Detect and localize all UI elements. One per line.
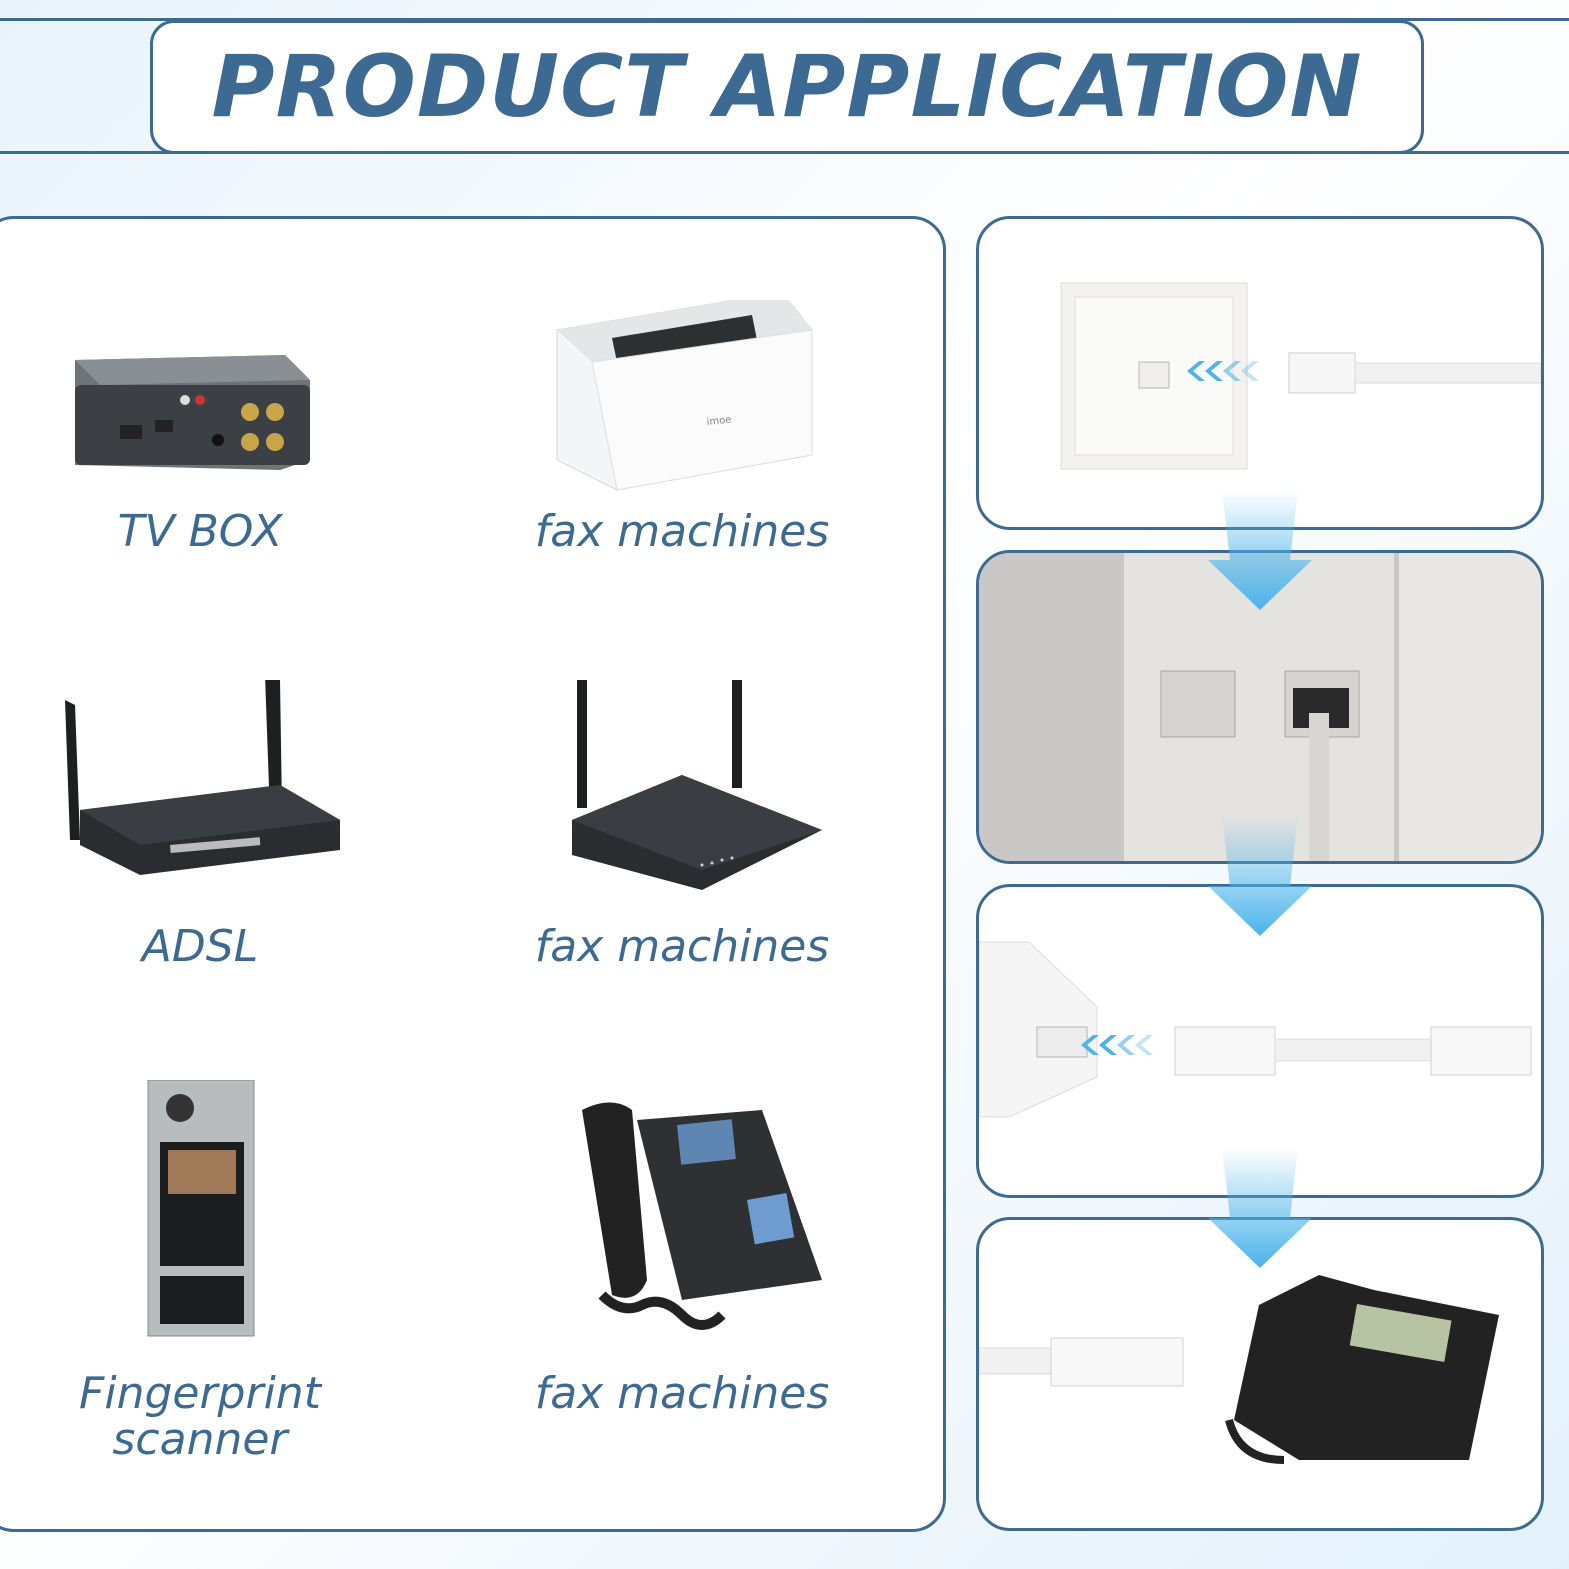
product-fingerprint-scanner: Fingerprint scanner (0, 1080, 420, 1465)
tv-box-image (75, 355, 310, 470)
product-label-line2: scanner (112, 1414, 288, 1465)
product-ip-phone: fax machines (462, 1080, 902, 1460)
product-label: ADSL (141, 921, 259, 972)
product-label: fax machines (534, 506, 830, 557)
bt-adapter-plug-image (979, 941, 1532, 1118)
arrow-down-icon (1208, 1148, 1312, 1268)
wall-socket-plugged-image (979, 553, 1541, 861)
product-router: fax machines (462, 680, 902, 1060)
product-label: fax machines (534, 1368, 830, 1419)
product-label: fax machines (534, 921, 830, 972)
product-tv-box: TV BOX (0, 300, 420, 680)
step-adapter (976, 884, 1544, 1198)
door-intercom-image (147, 1080, 255, 1337)
step-wall-socket (976, 216, 1544, 530)
product-label-line1: Fingerprint (79, 1368, 321, 1419)
arrow-down-icon (1208, 490, 1312, 610)
router-image (572, 680, 822, 890)
arrow-down-icon (1208, 816, 1312, 936)
product-label: TV BOX (117, 506, 283, 557)
product-adsl: ADSL (0, 680, 420, 1060)
router-image (65, 680, 340, 875)
step-socket-plugged (976, 550, 1544, 864)
header-line-top (0, 18, 1569, 21)
title-banner: PRODUCT APPLICATION (150, 20, 1424, 154)
ip-phone-image (582, 1102, 822, 1330)
desk-phone-image (979, 1275, 1499, 1464)
svg-text:imoe: imoe (706, 414, 732, 428)
printer-image: imoe (556, 300, 813, 491)
page-title: PRODUCT APPLICATION (211, 37, 1363, 137)
step-desk-phone (976, 1217, 1544, 1531)
product-printer: imoe fax machines (462, 300, 902, 680)
wall-socket-plug-image (1060, 282, 1541, 470)
